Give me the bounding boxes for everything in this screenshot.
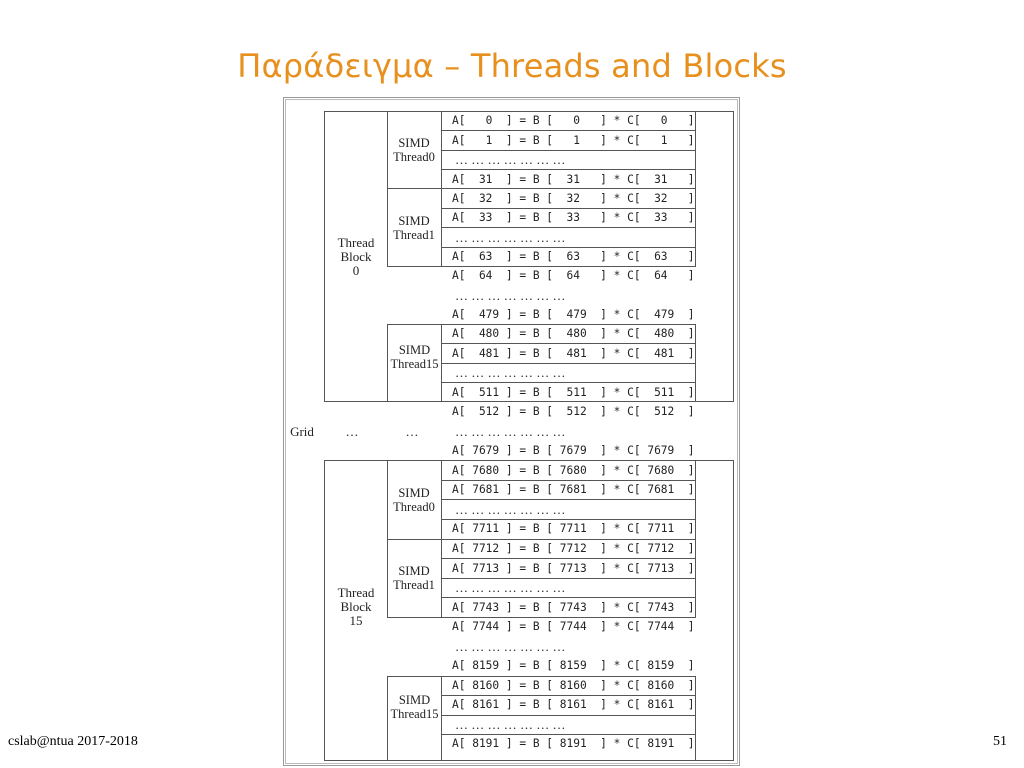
thread-block-0-line3: 0 <box>352 263 360 278</box>
grid-ellipsis-2: … <box>405 424 419 439</box>
simd-label-line2: Thread1 <box>393 578 435 592</box>
equation-row: A[ 8161 ] = B [ 8161 ] * C[ 8161 ] <box>452 698 695 711</box>
thread-block-0-line2: Block <box>340 249 372 264</box>
simd-label-line2: Thread0 <box>393 500 435 514</box>
equation-row: A[ 33 ] = B [ 33 ] * C[ 33 ] <box>452 211 695 224</box>
equation-row: A[ 8160 ] = B [ 8160 ] * C[ 8160 ] <box>452 679 695 692</box>
equation-row: A[ 64 ] = B [ 64 ] * C[ 64 ] <box>452 269 695 282</box>
equation-row: A[ 63 ] = B [ 63 ] * C[ 63 ] <box>452 250 695 263</box>
simd-label-line1: SIMD <box>398 486 430 500</box>
grid-label: Grid <box>290 424 314 439</box>
simd-label-line1: SIMD <box>398 214 430 228</box>
simd-label-line2: Thread15 <box>390 357 439 371</box>
equation-row: A[ 0 ] = B [ 0 ] * C[ 0 ] <box>452 114 695 127</box>
simd-thread15-label-b0: SIMD Thread15 <box>388 343 441 371</box>
thread-block-15-label: Thread Block 15 <box>326 586 386 628</box>
equation-row: A[ 7681 ] = B [ 7681 ] * C[ 7681 ] <box>452 483 695 496</box>
equation-row: A[ 7712 ] = B [ 7712 ] * C[ 7712 ] <box>452 542 695 555</box>
equation-row: A[ 511 ] = B [ 511 ] * C[ 511 ] <box>452 386 695 399</box>
ellipsis-row: … … … … … … … <box>455 580 566 595</box>
simd-thread0-label-b15: SIMD Thread0 <box>388 486 440 514</box>
ellipsis-row: … … … … … … … <box>455 365 566 380</box>
grid-ellipsis-1: … <box>345 424 359 439</box>
ellipsis-row: … … … … … … … <box>455 639 566 654</box>
equation-row: A[ 479 ] = B [ 479 ] * C[ 479 ] <box>452 308 695 321</box>
equation-row: A[ 7713 ] = B [ 7713 ] * C[ 7713 ] <box>452 562 695 575</box>
simd-label-line2: Thread15 <box>390 707 439 721</box>
ellipsis-row: … … … … … … … <box>455 424 566 439</box>
equation-row: A[ 8191 ] = B [ 8191 ] * C[ 8191 ] <box>452 737 695 750</box>
slide-title: Παράδειγμα – Threads and Blocks <box>237 47 787 85</box>
equation-row: A[ 480 ] = B [ 480 ] * C[ 480 ] <box>452 327 695 340</box>
thread-block-15-line3: 15 <box>349 613 363 628</box>
thread-block-0-label: Thread Block 0 <box>326 236 386 278</box>
thread-block-15-line2: Block <box>340 599 372 614</box>
simd-thread1-label-b0: SIMD Thread1 <box>388 214 440 242</box>
page-number: 51 <box>993 734 1007 749</box>
thread-block-15-line1: Thread <box>337 585 375 600</box>
equation-row: A[ 7711 ] = B [ 7711 ] * C[ 7711 ] <box>452 522 695 535</box>
thread-block-0-line1: Thread <box>337 235 375 250</box>
simd-thread15-label-b15: SIMD Thread15 <box>388 693 441 721</box>
simd-label-line1: SIMD <box>398 693 431 707</box>
simd-label-line1: SIMD <box>398 564 430 578</box>
equation-row: A[ 7743 ] = B [ 7743 ] * C[ 7743 ] <box>452 601 695 614</box>
ellipsis-row: … … … … … … … <box>455 152 566 167</box>
ellipsis-row: … … … … … … … <box>455 288 566 303</box>
simd-thread1-label-b15: SIMD Thread1 <box>388 564 440 592</box>
equation-row: A[ 7679 ] = B [ 7679 ] * C[ 7679 ] <box>452 444 695 457</box>
equation-row: A[ 7680 ] = B [ 7680 ] * C[ 7680 ] <box>452 464 695 477</box>
ellipsis-row: … … … … … … … <box>455 502 566 517</box>
simd-label-line1: SIMD <box>398 136 430 150</box>
ellipsis-row: … … … … … … … <box>455 717 566 732</box>
ellipsis-row: … … … … … … … <box>455 230 566 245</box>
simd-label-line2: Thread1 <box>393 228 435 242</box>
equation-row: A[ 31 ] = B [ 31 ] * C[ 31 ] <box>452 173 695 186</box>
equation-row: A[ 512 ] = B [ 512 ] * C[ 512 ] <box>452 405 695 418</box>
equation-row: A[ 1 ] = B [ 1 ] * C[ 1 ] <box>452 134 695 147</box>
equation-row: A[ 32 ] = B [ 32 ] * C[ 32 ] <box>452 192 695 205</box>
simd-label-line2: Thread0 <box>393 150 435 164</box>
footer-credit: cslab@ntua 2017-2018 <box>8 734 138 749</box>
simd-label-line1: SIMD <box>398 343 431 357</box>
simd-thread0-label-b0: SIMD Thread0 <box>388 136 440 164</box>
equation-row: A[ 7744 ] = B [ 7744 ] * C[ 7744 ] <box>452 620 695 633</box>
equation-row: A[ 481 ] = B [ 481 ] * C[ 481 ] <box>452 347 695 360</box>
equation-row: A[ 8159 ] = B [ 8159 ] * C[ 8159 ] <box>452 659 695 672</box>
